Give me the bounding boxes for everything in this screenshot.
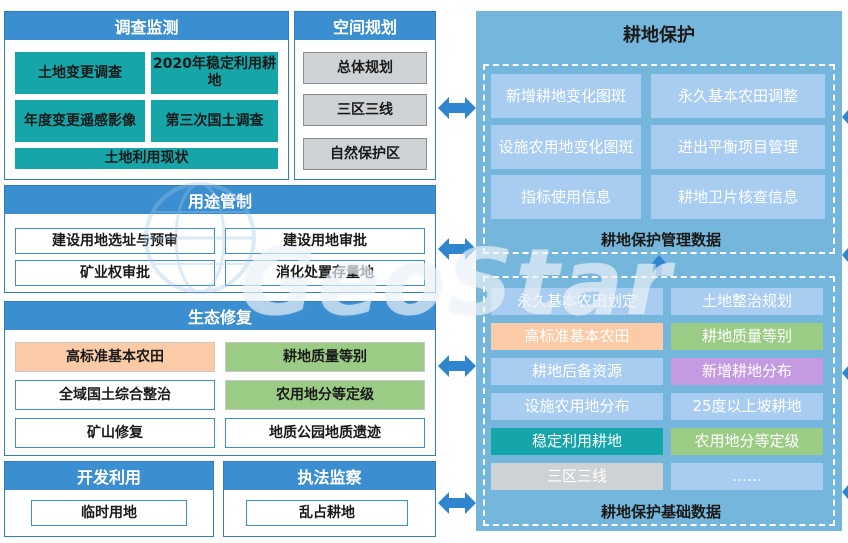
spatial-item-master-plan: 总体规划 [303,52,427,84]
double-arrow-icon [438,355,476,377]
base-item-slope-farmland: 25度以上坡耕地 [671,393,823,420]
eco-item-farmland-quality: 耕地质量等别 [225,342,425,372]
usage-panel: 用途管制 建设用地选址与预审 建设用地审批 矿业权审批 消化处置存量地 [4,185,436,293]
base-item-ellipsis: …… [671,463,823,490]
survey-panel: 调查监测 土地变更调查 2020年稳定利用耕地 年度变更遥感影像 第三次国土调查… [4,11,289,180]
eco-item-high-standard-farmland: 高标准基本农田 [15,342,215,372]
dev-panel: 开发利用 临时用地 [4,461,214,537]
base-item-facility-land-distribution: 设施农用地分布 [491,393,663,420]
eco-item-mine-restoration: 矿山修复 [15,418,215,448]
mgmt-item-balance-project: 进出平衡项目管理 [651,125,825,169]
base-item-reserve-resources: 耕地后备资源 [491,358,663,385]
base-item-stable-farmland: 稳定利用耕地 [491,428,663,455]
mgmt-item-basic-farmland-adjust: 永久基本农田调整 [651,74,825,118]
spatial-item-three-zones: 三区三线 [303,94,427,126]
mgmt-item-quota-usage: 指标使用信息 [491,175,641,219]
eco-item-agri-land-grading: 农用地分等定级 [225,380,425,410]
usage-item-site-selection: 建设用地选址与预审 [15,228,215,254]
mgmt-item-facility-land-change: 设施农用地变化图斑 [491,125,641,169]
law-panel: 执法监察 乱占耕地 [223,461,436,537]
usage-item-stock-land: 消化处置存量地 [225,260,425,286]
side-arrow-icon [842,110,848,124]
base-group-title: 耕地保护基础数据 [600,502,721,521]
usage-item-construction-approval: 建设用地审批 [225,228,425,254]
eco-item-land-consolidation: 全域国土综合整治 [15,380,215,410]
protect-panel: 耕地保护 新增耕地变化图斑 永久基本农田调整 设施农用地变化图斑 进出平衡项目管… [476,11,842,531]
protect-base-group: 永久基本农田划定 土地整治规划 高标准基本农田 耕地质量等别 耕地后备资源 新增… [483,276,835,526]
mgmt-item-satellite-check: 耕地卫片核查信息 [651,175,825,219]
spatial-item-nature-reserve: 自然保护区 [303,138,427,170]
survey-item-remote-sensing: 年度变更遥感影像 [15,100,145,142]
base-item-three-zones: 三区三线 [491,463,663,490]
survey-item-third-survey: 第三次国土调查 [151,100,278,142]
base-item-basic-farmland-delineation: 永久基本农田划定 [491,288,663,315]
law-item-illegal-occupation: 乱占耕地 [246,500,408,526]
base-item-high-standard-farmland: 高标准基本农田 [491,323,663,350]
dev-title: 开发利用 [5,462,213,490]
side-arrow-icon [842,366,848,380]
side-arrow-icon [842,485,848,499]
usage-title: 用途管制 [5,186,435,214]
dev-item-temporary-land: 临时用地 [31,500,187,526]
protect-mgmt-group: 新增耕地变化图斑 永久基本农田调整 设施农用地变化图斑 进出平衡项目管理 指标使… [483,64,835,254]
spatial-panel: 空间规划 总体规划 三区三线 自然保护区 [294,11,436,180]
mgmt-group-title: 耕地保护管理数据 [600,230,721,249]
eco-title: 生态修复 [5,302,435,330]
double-arrow-icon [438,97,476,119]
mgmt-item-new-farmland-change: 新增耕地变化图斑 [491,74,641,118]
survey-item-land-change: 土地变更调查 [15,52,145,94]
protect-title: 耕地保护 [623,25,695,46]
eco-panel: 生态修复 高标准基本农田 耕地质量等别 全域国土综合整治 农用地分等定级 矿山修… [4,301,436,456]
up-arrow-icon [651,255,667,277]
base-item-farmland-quality: 耕地质量等别 [671,323,823,350]
double-arrow-icon [438,238,476,260]
law-title: 执法监察 [224,462,435,490]
double-arrow-icon [438,492,476,514]
survey-item-stable-farmland: 2020年稳定利用耕地 [151,52,278,94]
base-item-land-remediation-plan: 土地整治规划 [671,288,823,315]
survey-title: 调查监测 [5,12,288,40]
side-arrow-icon [842,248,848,262]
base-item-agri-land-grading: 农用地分等定级 [671,428,823,455]
survey-item-land-use: 土地利用现状 [15,148,278,169]
base-item-new-farmland-distribution: 新增耕地分布 [671,358,823,385]
usage-item-mining-approval: 矿业权审批 [15,260,215,286]
spatial-title: 空间规划 [295,12,435,40]
eco-item-geopark: 地质公园地质遗迹 [225,418,425,448]
